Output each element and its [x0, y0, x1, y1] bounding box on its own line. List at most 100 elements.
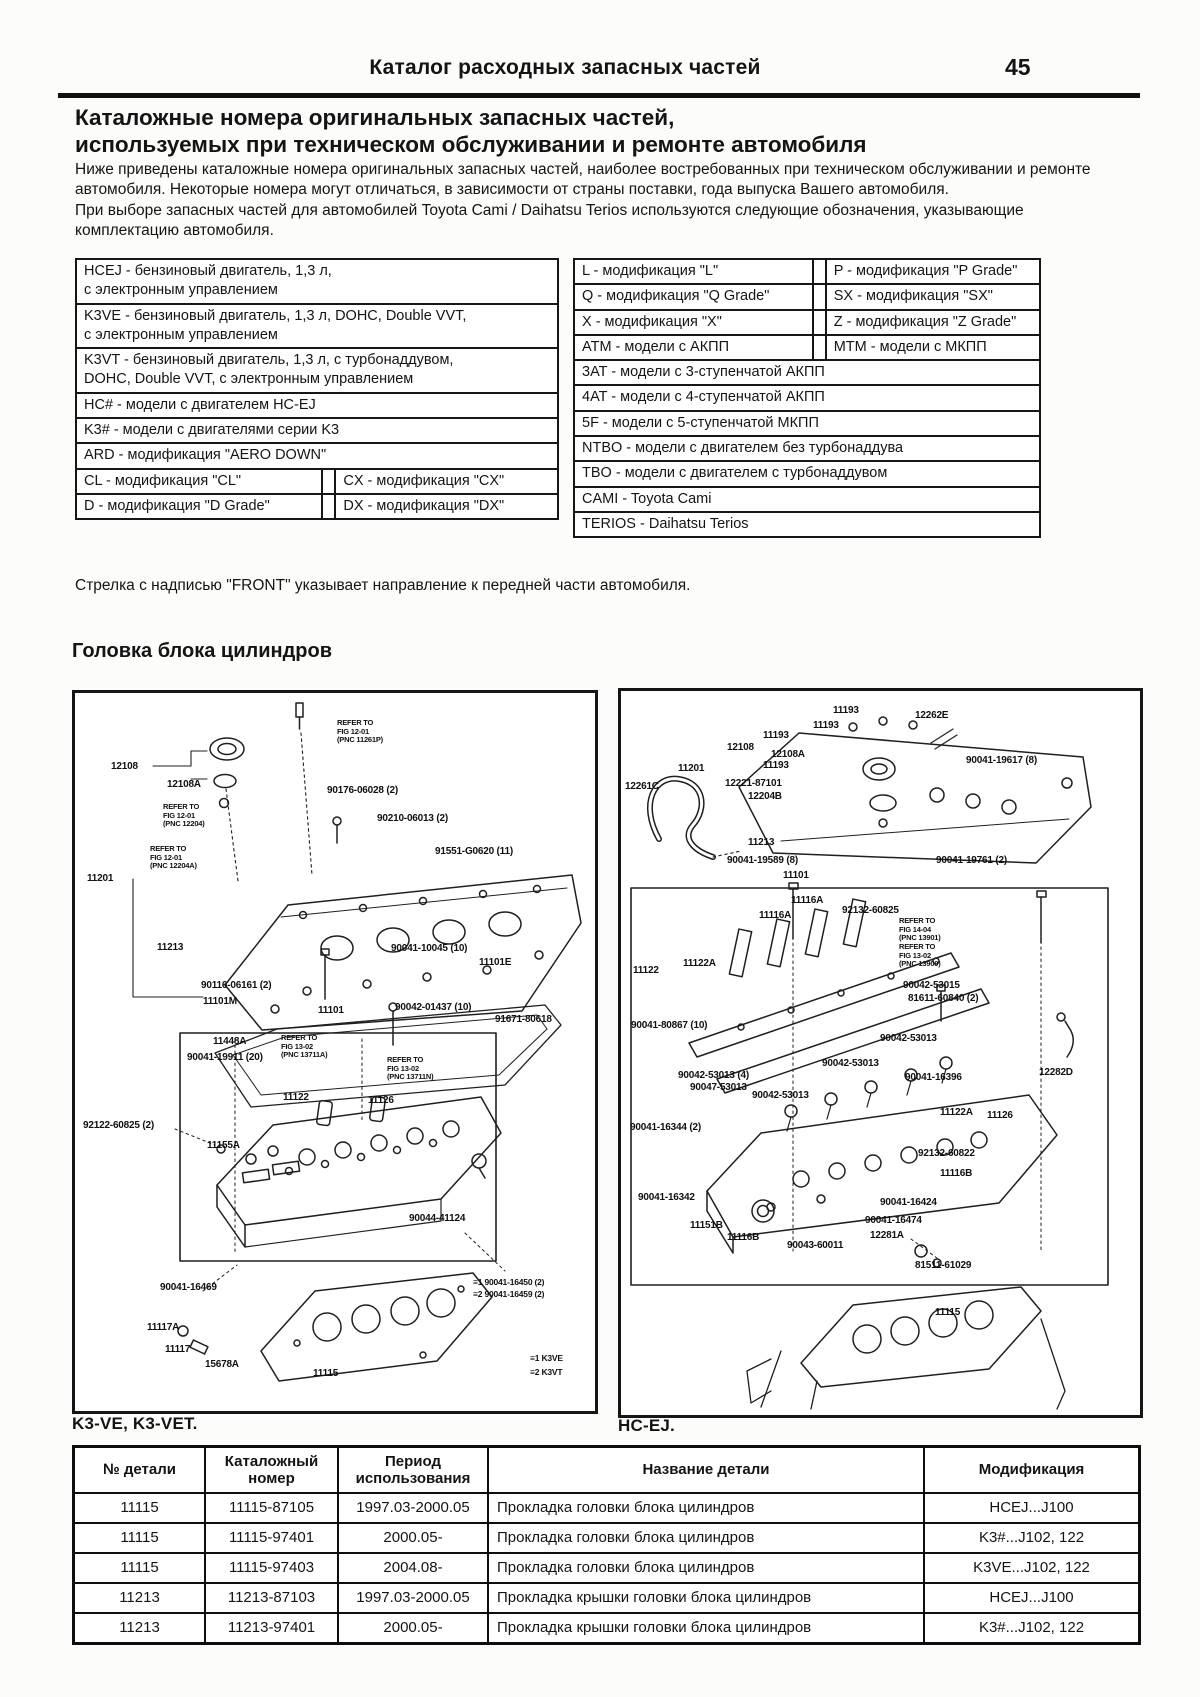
- catalog-number-cell: 11115-97403: [206, 1554, 339, 1582]
- k3-diagram-drawing: [132, 702, 582, 1382]
- part-label: 11116B: [727, 1232, 760, 1243]
- part-label: 90041-16396: [905, 1072, 962, 1083]
- part-label: 11117: [165, 1344, 191, 1355]
- part-label: 91551-G0620 (11): [435, 846, 513, 857]
- part-label: 92122-60825 (2): [83, 1120, 154, 1131]
- part-label: 11122A: [940, 1107, 973, 1118]
- part-label: 81611-60840 (2): [908, 993, 979, 1004]
- table-row: 11115 11115-97403 2004.08- Прокладка гол…: [75, 1552, 1138, 1582]
- legend-row: 3AT - модели с 3-ступенчатой АКПП: [575, 359, 1039, 384]
- part-name-cell: Прокладка головки блока цилиндров: [489, 1554, 925, 1582]
- part-label: 11213: [157, 942, 184, 953]
- part-label: 81511-61029: [915, 1260, 972, 1271]
- part-label: 11122A: [683, 958, 716, 969]
- part-label: 90041-19589 (8): [727, 855, 798, 866]
- part-label: 12221-87101: [725, 778, 782, 789]
- modification-cell: K3#...J102, 122: [978, 1619, 1085, 1637]
- part-id-cell: 11115: [75, 1524, 206, 1552]
- part-label: 90042-01437 (10): [395, 1002, 472, 1013]
- legend-cell: Z - модификация "Z Grade": [833, 313, 1017, 330]
- part-label: 90042-53013: [880, 1033, 937, 1044]
- hcej-diagram-caption: HC-EJ.: [618, 1416, 675, 1435]
- part-label: 90041-10045 (10): [391, 943, 468, 954]
- legend-cell: CL - модификация "CL": [77, 469, 324, 493]
- modification-cell: HCEJ...J100: [989, 1499, 1074, 1517]
- modification-cell: HCEJ...J100: [989, 1589, 1074, 1607]
- page-number: 45: [1005, 54, 1031, 80]
- period-cell: 1997.03-2000.05: [339, 1494, 489, 1522]
- part-label: 90041-16469: [160, 1282, 217, 1293]
- part-label: 90041-16474: [865, 1215, 922, 1226]
- part-label: 12204B: [748, 791, 782, 802]
- part-label: 11448A: [213, 1036, 247, 1047]
- part-label: 11126: [368, 1095, 394, 1106]
- intro-paragraphs: Ниже приведены каталожные номера оригина…: [75, 160, 1121, 242]
- parts-table-header-row: № детали Каталожный номер Период использ…: [75, 1448, 1138, 1492]
- catalog-number-cell: 11213-97401: [206, 1614, 339, 1642]
- legend-row: NTBO - модели с двигателем без турбонадд…: [575, 434, 1039, 460]
- column-header: Модификация: [978, 1461, 1085, 1479]
- part-label: 11201: [87, 873, 114, 884]
- part-label: 90041-19617 (8): [966, 755, 1037, 766]
- table-row: 11115 11115-97401 2000.05- Прокладка гол…: [75, 1522, 1138, 1552]
- part-label: 90042-53015: [903, 980, 960, 991]
- part-label: 90042-53013: [752, 1090, 809, 1101]
- table-row: 11213 11213-97401 2000.05- Прокладка кры…: [75, 1612, 1138, 1642]
- part-label: REFER TO FIG 12-01 (PNC 12204A): [150, 844, 197, 871]
- intro-paragraph-1: Ниже приведены каталожные номера оригина…: [75, 161, 1091, 199]
- part-label: 11101E: [479, 957, 512, 968]
- diagram-section-title: Головка блока цилиндров: [72, 640, 332, 662]
- legend-row: K3# - модели с двигателями серии K3: [77, 416, 557, 442]
- part-id-cell: 11213: [75, 1614, 206, 1642]
- legend-row: TBO - модели с двигателем с турбонаддуво…: [575, 460, 1039, 485]
- part-label: 11155A: [207, 1140, 240, 1151]
- part-label: 11126: [987, 1110, 1013, 1121]
- part-label: 90210-06013 (2): [377, 813, 448, 824]
- period-cell: 2000.05-: [339, 1614, 489, 1642]
- part-label: 11193: [763, 730, 789, 741]
- cell-gap: [323, 469, 337, 493]
- legend-split-row: X - модификация "X" Z - модификация "Z G…: [575, 308, 1039, 334]
- part-label: 11193: [833, 705, 859, 716]
- legend-row: K3VE - бензиновый двигатель, 1,3 л, DOHC…: [77, 302, 557, 348]
- legend-row: ARD - модификация "AERO DOWN": [77, 442, 557, 467]
- modification-cell: K3#...J102, 122: [978, 1529, 1085, 1547]
- part-label: 12108: [111, 761, 138, 772]
- part-label: 11115: [935, 1307, 961, 1318]
- part-label: 90041-80867 (10): [631, 1020, 708, 1031]
- column-header: Каталожный номер: [206, 1448, 339, 1492]
- part-label: 90116-06161 (2): [201, 980, 272, 991]
- part-label: 11101: [783, 870, 809, 881]
- part-label: 90042-53013 (4): [678, 1070, 749, 1081]
- part-label: 11115: [313, 1368, 339, 1379]
- part-label: ≡1 90041-16450 (2): [473, 1277, 545, 1287]
- legend-row: HC# - модели с двигателем HC-EJ: [77, 391, 557, 417]
- parts-table: № детали Каталожный номер Период использ…: [72, 1445, 1141, 1645]
- part-label: 11116A: [759, 910, 792, 921]
- period-cell: 1997.03-2000.05: [339, 1584, 489, 1612]
- part-label: 90041-16424: [880, 1197, 937, 1208]
- part-label: 12262E: [915, 710, 949, 721]
- part-label: 12108A: [771, 749, 805, 760]
- cell-gap: [323, 494, 337, 519]
- intro-paragraph-2: При выборе запасных частей для автомобил…: [75, 201, 1024, 240]
- part-label: 12108: [727, 742, 754, 753]
- legend-cell: D - модификация "D Grade": [77, 494, 324, 519]
- hcej-diagram-drawing: [630, 716, 1109, 1410]
- part-label: 90047-53013: [690, 1082, 747, 1093]
- legend-cell: X - модификация "X": [575, 310, 814, 334]
- catalog-number-cell: 11115-87105: [206, 1494, 339, 1522]
- part-label: REFER TO FIG 12-01 (PNC 11261P): [337, 718, 383, 745]
- part-label: 11193: [813, 720, 839, 731]
- page-title: Каталог расходных запасных частей: [369, 56, 761, 79]
- legend-cell: P - модификация "P Grade": [833, 263, 1018, 279]
- catalog-number-cell: 11115-97401: [206, 1524, 339, 1552]
- part-label: 12108A: [167, 779, 201, 790]
- part-name-cell: Прокладка крышки головки блока цилиндров: [489, 1584, 925, 1612]
- legend-cell: MTM - модели с МКПП: [833, 338, 987, 355]
- part-label: 11116A: [791, 895, 824, 906]
- legend-row: HCEJ - бензиновый двигатель, 1,3 л, с эл…: [84, 263, 332, 299]
- legend-row: 5F - модели с 5-ступенчатой МКПП: [575, 409, 1039, 435]
- part-id-cell: 11213: [75, 1584, 206, 1612]
